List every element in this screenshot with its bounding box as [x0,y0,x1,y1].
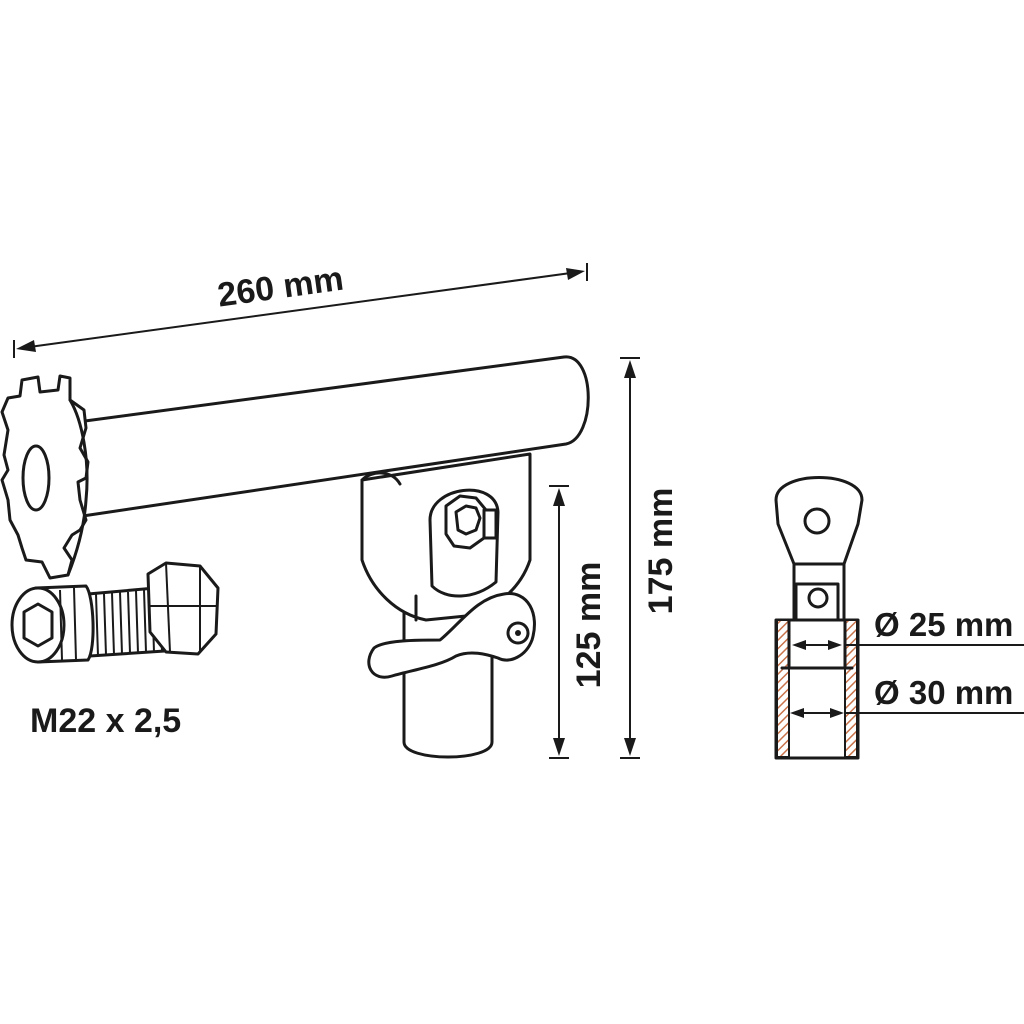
post-bracket [360,452,536,759]
length-dimension: 260 mm [13,260,588,358]
bolt: M22 x 2,5 [10,561,220,740]
sprocket-wheel [0,374,90,580]
tube-cross-section: Ø 25 mm Ø 30 mm [774,476,1024,760]
height-total-dimension: 175 mm [620,357,680,759]
inner-diameter-label: Ø 25 mm [874,606,1013,643]
height-total-label: 175 mm [642,488,680,615]
height-lower-dimension: 125 mm [549,485,608,759]
arm-tube [68,355,590,519]
height-lower-label: 125 mm [570,562,608,689]
wall-left [776,619,790,758]
outer-diameter-label: Ø 30 mm [874,674,1013,711]
bolt-thread-label: M22 x 2,5 [30,702,181,740]
wall-right [844,619,858,758]
